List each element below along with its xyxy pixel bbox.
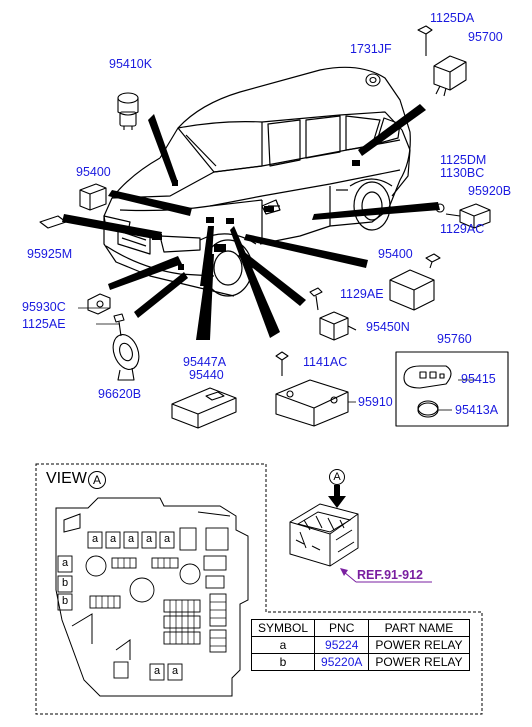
bolt-1125DM: [435, 203, 445, 213]
part-number-1141AC: 1141AC: [303, 355, 348, 369]
module-95400-left: [79, 183, 107, 211]
module-95450N: [319, 311, 357, 341]
legend-symbol: a: [250, 636, 316, 654]
keyfob-95415: [403, 365, 452, 389]
legend-header-pnc: PNC: [314, 619, 370, 637]
legend-part-name: POWER RELAY: [368, 636, 470, 654]
relay-b-1: b: [62, 577, 69, 589]
part-number-1731JF: 1731JF: [350, 42, 392, 56]
part-number-95400-left: 95400: [76, 165, 111, 179]
relay-a-1: a: [92, 533, 99, 545]
part-number-1125DM: 1125DM: [440, 153, 487, 167]
ref-leader: [340, 568, 432, 583]
view-marker: A: [88, 471, 106, 489]
part-number-95925M: 95925M: [27, 247, 73, 261]
part-number-95400-right: 95400: [378, 247, 413, 261]
part-number-95450N: 95450N: [366, 320, 410, 334]
module-95910: [275, 379, 349, 427]
relay-legend-table: SYMBOL PNC PART NAME a 95224 POWER RELAY…: [250, 619, 470, 671]
fuse-grid-lines: [95, 558, 226, 647]
bolt-1125DA: [417, 25, 433, 56]
callout-marker: A: [329, 469, 345, 485]
mounted-part-marks: [152, 160, 360, 270]
legend-header-symbol: SYMBOL: [250, 619, 316, 637]
relay-a-5: a: [164, 533, 171, 545]
module-95400-right: [389, 269, 435, 311]
relay-slots: [57, 527, 229, 681]
module-95440: [171, 387, 237, 429]
bolt-1129AE: [309, 287, 323, 311]
legend-pnc-link[interactable]: 95224: [314, 636, 370, 654]
table-row: b 95220A POWER RELAY: [250, 653, 470, 671]
leader-lines: [78, 307, 476, 411]
legend-pnc-link[interactable]: 95220A: [314, 653, 370, 671]
relay-a-2: a: [110, 533, 117, 545]
part-number-95910: 95910: [358, 395, 393, 409]
table-row: a 95224 POWER RELAY: [250, 636, 470, 654]
horn-96620B: [112, 334, 140, 381]
bolt-1129AC: [425, 253, 441, 269]
part-number-95447A: 95447A: [183, 355, 227, 369]
part-number-95415: 95415: [461, 372, 496, 386]
part-number-95930C: 95930C: [22, 300, 66, 314]
legend-header-row: SYMBOL PNC PART NAME: [250, 619, 470, 637]
part-number-96620B: 96620B: [98, 387, 142, 401]
part-number-1129AE: 1129AE: [340, 287, 384, 301]
part-number-95440: 95440: [189, 368, 224, 382]
leader-wedges: [62, 104, 440, 340]
legend-symbol: b: [250, 653, 316, 671]
grommet-1731JF: [365, 73, 381, 87]
view-a-panel: [35, 463, 483, 715]
module-95700: [433, 55, 467, 97]
legend-header-part-name: PART NAME: [368, 619, 470, 637]
bolt-1141AC: [275, 351, 289, 376]
part-number-1129AC: 1129AC: [440, 222, 485, 236]
ref-link[interactable]: REF.91-912: [357, 568, 424, 582]
label-95925M: [39, 215, 67, 229]
view-arrow: [328, 485, 346, 508]
part-number-95920B: 95920B: [468, 184, 512, 198]
part-number-95700: 95700: [468, 30, 503, 44]
part-number-1125DA: 1125DA: [430, 11, 475, 25]
relay-a-8: a: [172, 665, 179, 677]
relay-box-3d: [289, 503, 359, 567]
view-label: VIEW: [46, 470, 87, 487]
switch-95410K: [117, 92, 139, 130]
relay-b-2: b: [62, 595, 69, 607]
part-number-1125AE: 1125AE: [22, 317, 66, 331]
relay-a-3: a: [128, 533, 135, 545]
part-number-95760: 95760: [437, 332, 472, 346]
part-number-1130BC: 1130BC: [440, 166, 485, 180]
relay-a-7: a: [154, 665, 161, 677]
relay-a-4: a: [146, 533, 153, 545]
sensor-95930C: [87, 293, 111, 315]
legend-part-name: POWER RELAY: [368, 653, 470, 671]
sensor-95920B: [445, 203, 491, 229]
part-number-95410K: 95410K: [109, 57, 153, 71]
keyfob-box: [395, 351, 509, 427]
bolt-1125AE: [113, 313, 125, 337]
part-number-95413A: 95413A: [455, 403, 499, 417]
relay-a-6: a: [62, 557, 69, 569]
battery-95413A: [417, 400, 439, 418]
relay-box-outline: [55, 497, 249, 697]
